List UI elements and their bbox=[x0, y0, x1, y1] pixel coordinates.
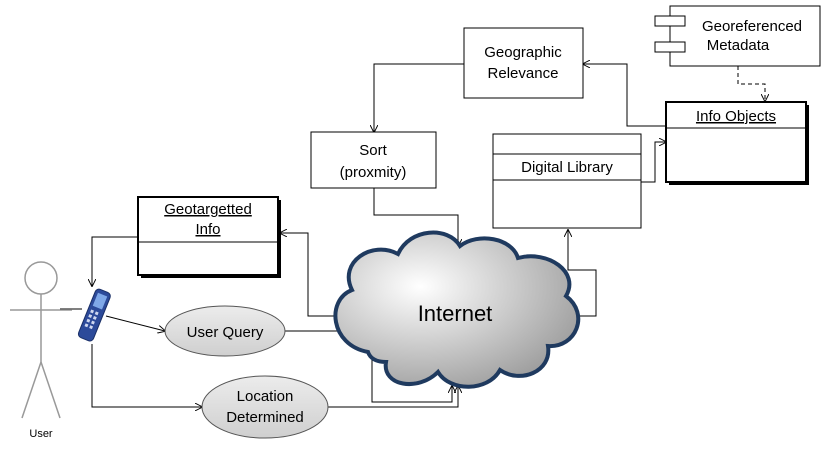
connector-geotargetted-to-phone bbox=[92, 236, 138, 286]
internet-cloud: Internet bbox=[333, 230, 581, 389]
connector-location-to-internet bbox=[328, 386, 458, 408]
sort-label-line1: Sort bbox=[359, 142, 387, 159]
connector-phone-to-user-query bbox=[105, 315, 165, 331]
relevance-label-line1: Geographic bbox=[484, 44, 562, 61]
georeferenced-metadata-component: Georeferenced Metadata bbox=[654, 5, 821, 67]
metadata-label-line2: Metadata bbox=[707, 37, 770, 54]
user-query-label: User Query bbox=[187, 324, 264, 341]
connector-query-branch bbox=[371, 331, 452, 403]
user-query-usecase: User Query bbox=[164, 305, 286, 357]
user-actor-icon bbox=[10, 261, 72, 419]
connector-phone-to-location bbox=[91, 344, 202, 407]
connector-metadata-to-info-objects bbox=[737, 66, 765, 101]
geotargetted-title-line1: Geotargetted bbox=[164, 201, 252, 218]
connector-library-to-info-objects bbox=[641, 142, 666, 183]
relevance-label-line2: Relevance bbox=[488, 65, 559, 82]
user-label: User bbox=[29, 428, 53, 440]
location-label-line1: Location bbox=[237, 388, 294, 405]
mobile-phone-icon bbox=[77, 288, 111, 342]
digital-library-title: Digital Library bbox=[521, 159, 613, 176]
location-label-line2: Determined bbox=[226, 409, 304, 426]
connector-internet-to-geotargetted bbox=[280, 233, 345, 317]
location-determined-usecase: Location Determined bbox=[201, 375, 329, 439]
sort-box: Sort (proxmity) bbox=[310, 131, 437, 189]
connector-info-objects-to-relevance bbox=[583, 64, 666, 127]
connector-internet-to-library bbox=[568, 230, 597, 317]
geotargetted-title-line2: Info bbox=[195, 221, 220, 238]
sort-label-line2: (proxmity) bbox=[340, 164, 407, 181]
connector-relevance-to-sort bbox=[374, 63, 464, 132]
info-objects-title: Info Objects bbox=[696, 108, 776, 125]
metadata-label-line1: Georeferenced bbox=[702, 18, 802, 35]
internet-label: Internet bbox=[418, 301, 493, 326]
digital-library-class: Digital Library bbox=[492, 133, 642, 229]
geotargetted-info-class: Geotargetted Info bbox=[137, 196, 281, 278]
geographic-relevance-box: Geographic Relevance bbox=[463, 27, 584, 99]
info-objects-class: Info Objects bbox=[665, 101, 809, 185]
connector-sort-to-internet bbox=[373, 188, 458, 246]
